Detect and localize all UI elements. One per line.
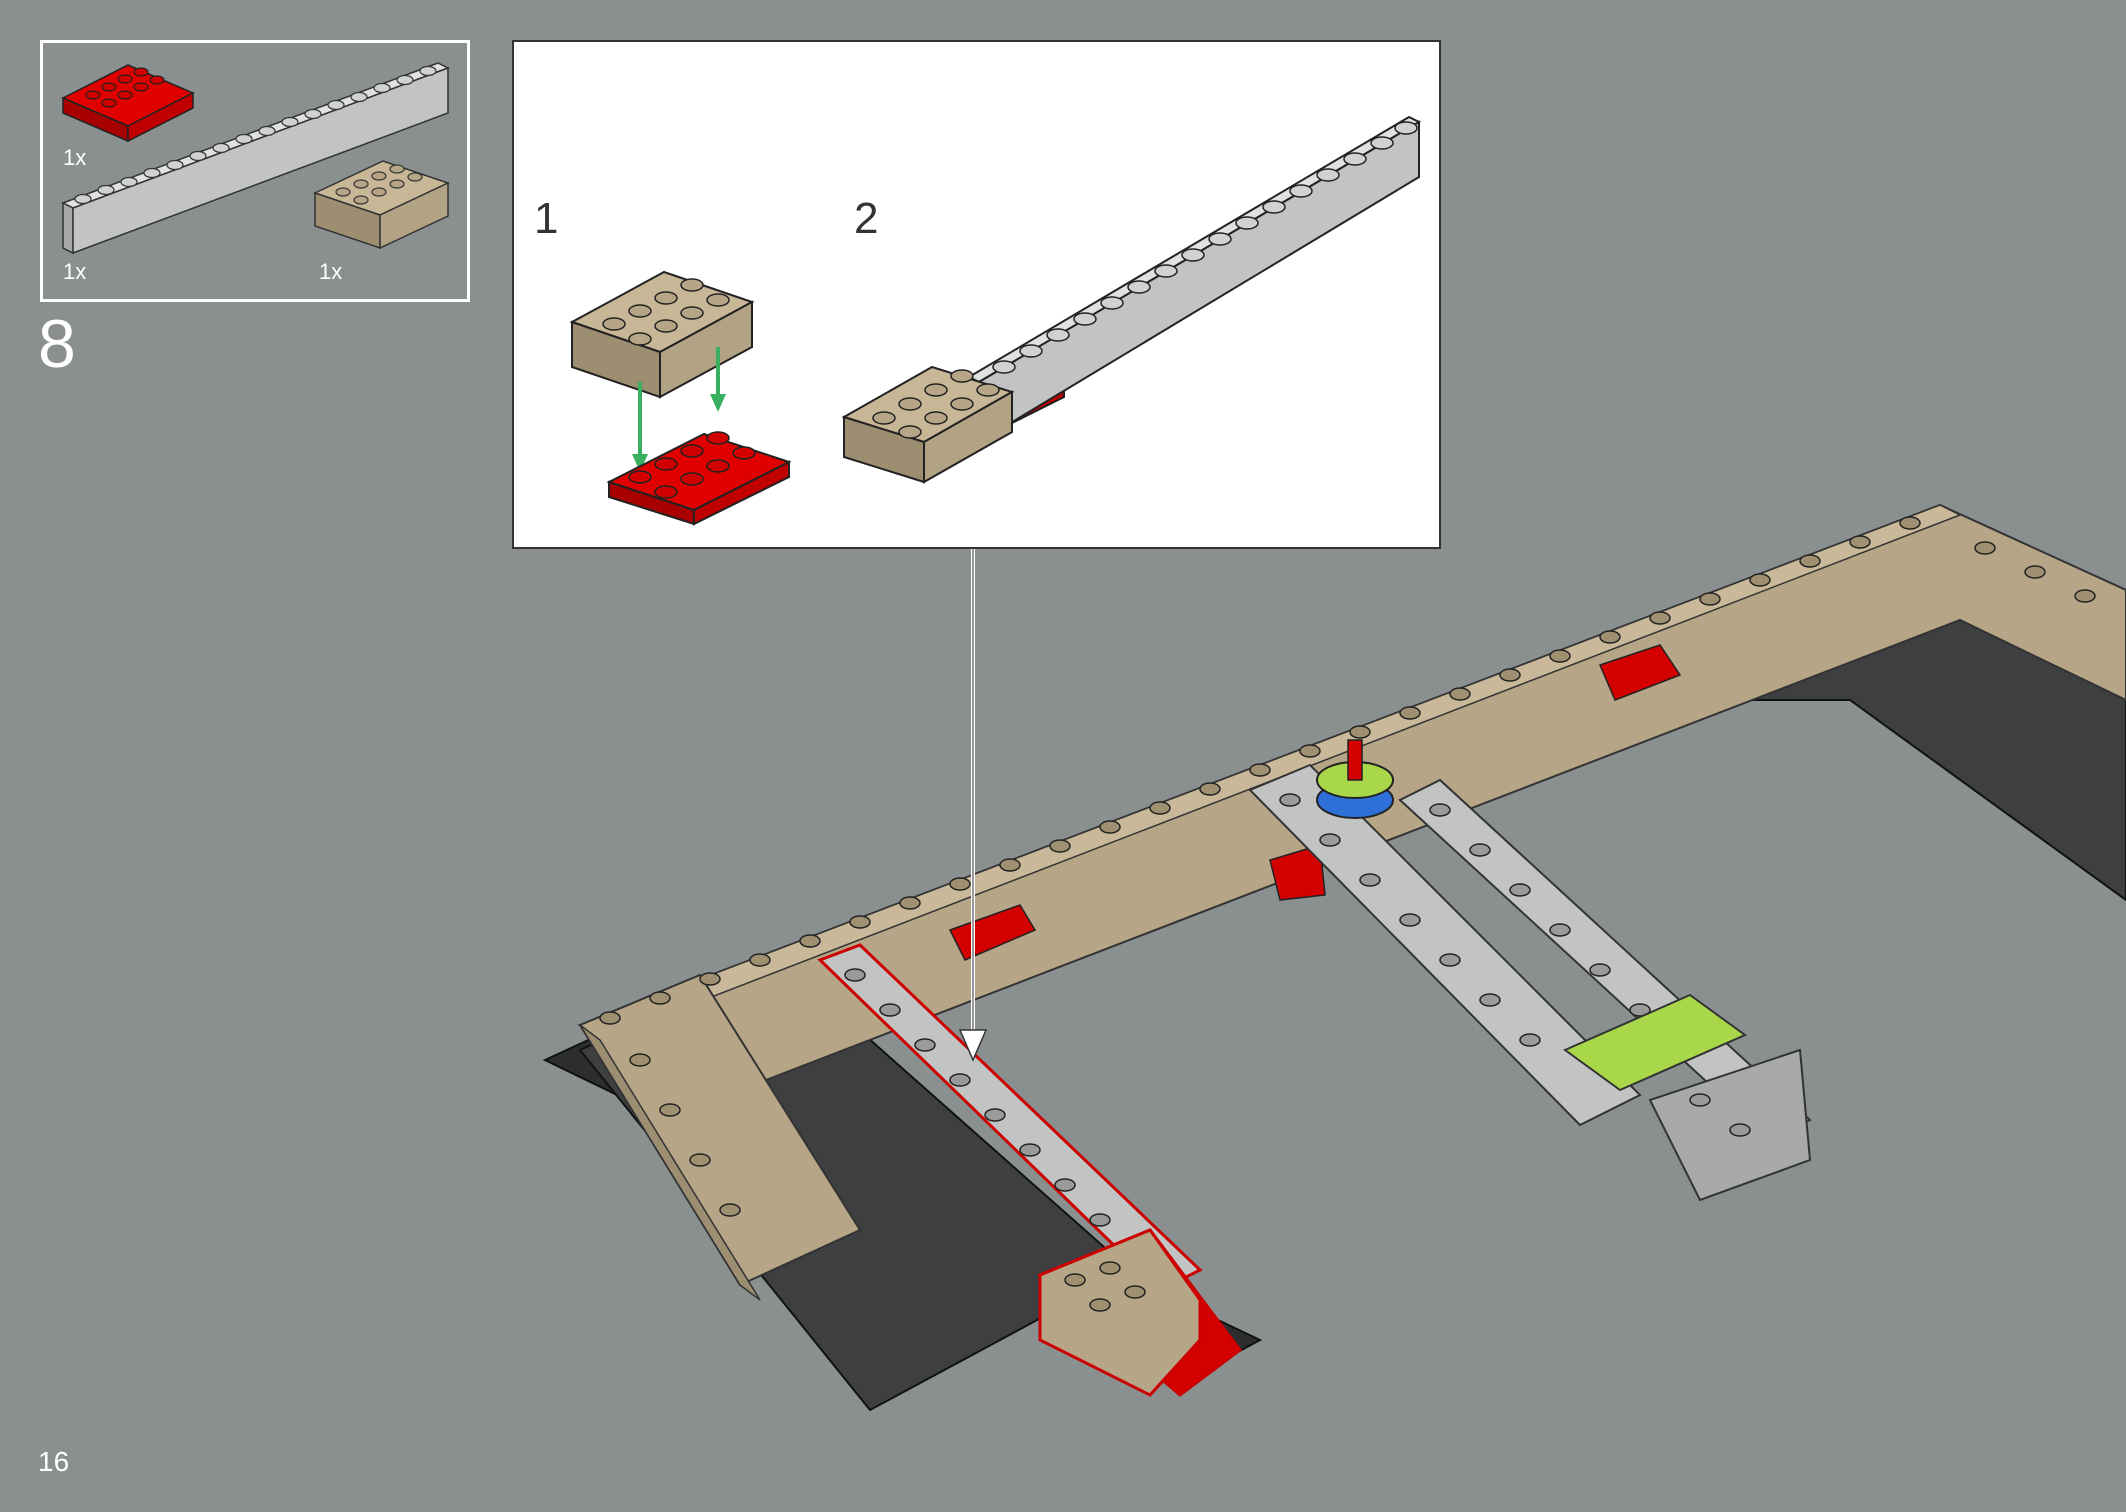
tan-brick-qty: 1x: [319, 259, 343, 284]
parts-list-box: 1x 1x 1x: [40, 40, 470, 302]
page-number: 16: [38, 1446, 70, 1477]
red-plate-qty: 1x: [63, 145, 87, 170]
substep-2-number: 2: [854, 194, 879, 243]
substep-callout: 1 2: [512, 40, 1441, 549]
substep-1-illustration: [569, 270, 792, 526]
callout-illustration: [569, 115, 1422, 526]
parts-list-illustration: [61, 62, 451, 255]
substep-1-number: 1: [534, 194, 559, 243]
tan-brick-part-icon: [312, 160, 451, 250]
gray-brick-qty: 1x: [63, 259, 87, 284]
substep-2-illustration: [841, 115, 1422, 484]
red-plate-part-icon: [61, 64, 195, 143]
step-number: 8: [38, 306, 76, 382]
gray-brick-part-icon: [61, 62, 450, 255]
